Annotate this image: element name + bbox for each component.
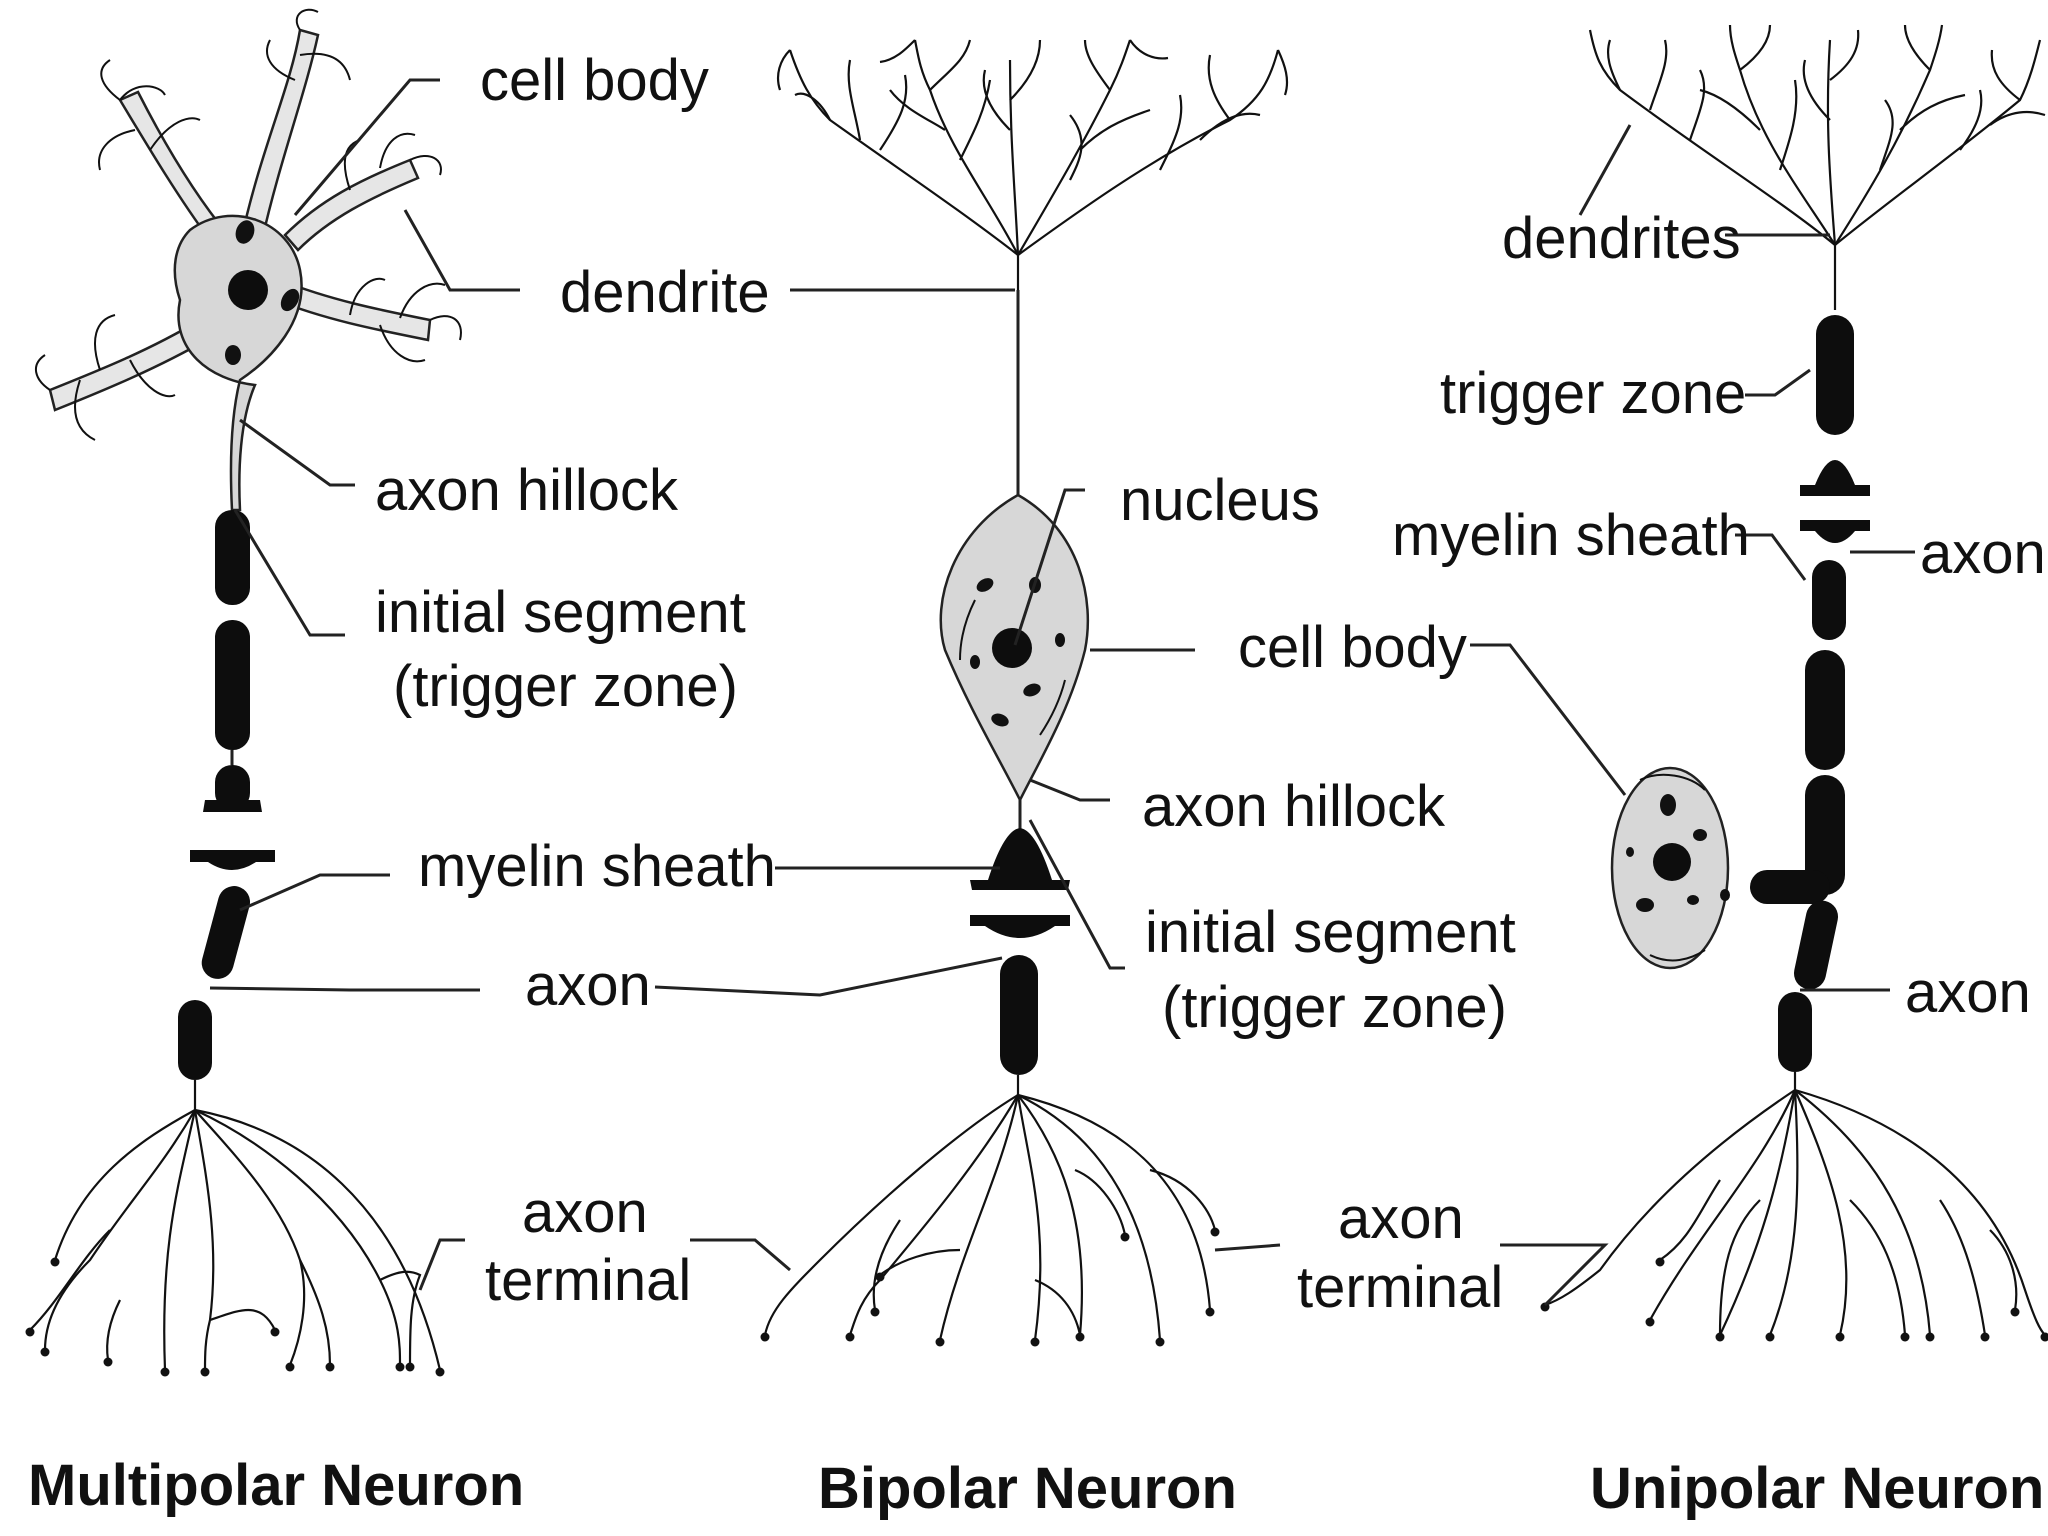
multipolar-label-axon-hillock: axon hillock bbox=[375, 458, 679, 523]
unipolar-label-myelin-sheath: myelin sheath bbox=[1392, 503, 1750, 568]
bipolar-label-axon-hillock: axon hillock bbox=[1142, 774, 1446, 839]
unipolar-label-dendrites: dendrites bbox=[1502, 206, 1741, 271]
multipolar-label-dendrite: dendrite bbox=[560, 260, 770, 325]
unipolar-label-axon-bottom: axon bbox=[1905, 960, 2031, 1025]
bipolar-leader-lines bbox=[654, 288, 1281, 1272]
unipolar-label-axon-top: axon bbox=[1920, 521, 2046, 586]
multipolar-leader-lines bbox=[209, 78, 520, 1291]
unipolar-axon-terminals bbox=[1540, 1072, 2048, 1342]
unipolar-neuron: dendrites trigger zone myelin sheath axo… bbox=[1297, 24, 2048, 1521]
multipolar-label-axon-terminal-2: terminal bbox=[485, 1248, 691, 1313]
unipolar-label-axon-terminal-1: axon bbox=[1338, 1186, 1464, 1251]
unipolar-dendrites bbox=[1588, 24, 2046, 310]
bipolar-nucleus bbox=[992, 628, 1032, 668]
bipolar-label-initial-segment: initial segment bbox=[1145, 900, 1516, 965]
multipolar-label-initial-segment: initial segment bbox=[375, 580, 746, 645]
multipolar-cell-body bbox=[173, 214, 303, 512]
multipolar-neuron: cell body dendrite axon hillock initial … bbox=[25, 8, 776, 1518]
multipolar-label-trigger-zone: (trigger zone) bbox=[393, 654, 738, 719]
unipolar-title: Unipolar Neuron bbox=[1590, 1456, 2044, 1521]
multipolar-dendrites bbox=[35, 8, 462, 441]
multipolar-label-axon: axon bbox=[525, 953, 651, 1018]
bipolar-title: Bipolar Neuron bbox=[818, 1456, 1237, 1521]
bipolar-neuron: nucleus cell body axon hillock initial s… bbox=[654, 39, 1516, 1521]
bipolar-label-trigger-zone: (trigger zone) bbox=[1162, 975, 1507, 1040]
unipolar-label-trigger-zone: trigger zone bbox=[1440, 361, 1746, 426]
bipolar-label-nucleus: nucleus bbox=[1120, 468, 1320, 533]
bipolar-label-cell-body: cell body bbox=[1238, 615, 1467, 680]
multipolar-label-axon-terminal-1: axon bbox=[522, 1180, 648, 1245]
bipolar-dendrites bbox=[776, 39, 1289, 290]
unipolar-nucleus bbox=[1653, 843, 1691, 881]
unipolar-leader-lines bbox=[1470, 124, 1915, 1307]
bipolar-axon bbox=[970, 800, 1070, 1075]
multipolar-label-cell-body: cell body bbox=[480, 48, 709, 113]
multipolar-title: Multipolar Neuron bbox=[28, 1453, 524, 1518]
multipolar-axon bbox=[178, 510, 275, 1080]
multipolar-nucleus bbox=[228, 270, 268, 310]
multipolar-axon-terminals bbox=[25, 1080, 445, 1377]
unipolar-label-axon-terminal-2: terminal bbox=[1297, 1255, 1503, 1320]
multipolar-label-myelin-sheath: myelin sheath bbox=[418, 834, 776, 899]
bipolar-axon-terminals bbox=[760, 1075, 1220, 1347]
unipolar-axon bbox=[1750, 315, 1870, 1072]
